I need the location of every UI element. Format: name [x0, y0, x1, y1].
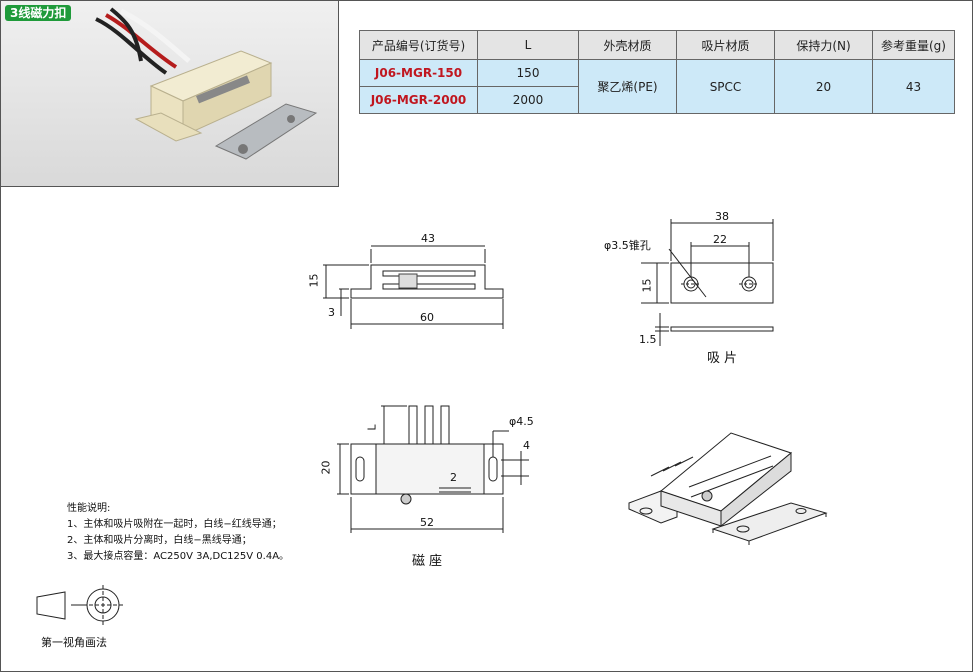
table-header-row: 产品编号(订货号) L 外壳材质 吸片材质 保持力(N) 参考重量(g) — [359, 30, 955, 60]
cell-plate: SPCC — [676, 59, 775, 114]
performance-notes: 性能说明: 1、主体和吸片吸附在一起时，白线−红线导通； 2、主体和吸片分离时，… — [67, 501, 289, 565]
front-dim-length: 60 — [420, 311, 434, 324]
header-code: 产品编号(订货号) — [359, 30, 478, 60]
spec-table: 产品编号(订货号) L 外壳材质 吸片材质 保持力(N) 参考重量(g) J06… — [359, 30, 955, 114]
front-dim-width: 43 — [421, 232, 435, 245]
plate-dim-height: 15 — [640, 278, 654, 293]
header-weight: 参考重量(g) — [872, 30, 955, 60]
table-row: J06-MGR-2000 2000 — [359, 86, 955, 114]
plate-dim-holes: 22 — [713, 233, 727, 246]
base-view-drawing — [337, 405, 529, 533]
front-dim-base: 3 — [328, 306, 335, 319]
plate-dim-length: 38 — [715, 210, 729, 223]
base-dim-height: 20 — [319, 460, 333, 475]
cell-code: J06-MGR-150 — [359, 59, 478, 87]
cell-l: 150 — [477, 59, 579, 87]
header-shell: 外壳材质 — [578, 30, 677, 60]
cell-l: 2000 — [477, 86, 579, 114]
product-tag: 3线磁力扣 — [5, 5, 72, 21]
header-plate: 吸片材质 — [676, 30, 775, 60]
projection-symbol — [36, 585, 123, 625]
front-view-drawing — [323, 245, 504, 329]
product-photo-panel: 3线磁力扣 — [1, 1, 339, 187]
front-dim-height: 15 — [307, 273, 321, 288]
note-item: 3、最大接点容量：AC250V 3A,DC125V 0.4A。 — [67, 551, 290, 562]
note-item: 1、主体和吸片吸附在一起时，白线−红线导通； — [67, 519, 282, 530]
cell-weight: 43 — [872, 59, 955, 114]
projection-label: 第一视角画法 — [41, 636, 107, 649]
base-dim-hole: φ4.5 — [509, 415, 534, 428]
plate-view-drawing — [641, 219, 774, 346]
base-dim-l: L — [365, 424, 379, 431]
cell-force: 20 — [774, 59, 873, 114]
base-dim-width: 52 — [420, 516, 434, 529]
base-dim-slot: 4 — [523, 439, 530, 452]
plate-dim-thickness: 1.5 — [639, 333, 657, 346]
plate-dim-hole-label: φ3.5锥孔 — [604, 239, 651, 252]
note-item: 2、主体和吸片分离时，白线−黑线导通； — [67, 535, 252, 546]
base-dim-gap: 2 — [450, 471, 457, 484]
plate-caption: 吸片 — [707, 351, 742, 366]
notes-title: 性能说明: — [67, 503, 111, 514]
product-photo — [95, 7, 318, 160]
base-caption: 磁座 — [412, 554, 447, 569]
header-l: L — [477, 30, 579, 60]
table-row: J06-MGR-150 150 聚乙烯(PE) SPCC 20 43 — [359, 59, 955, 114]
cell-shell: 聚乙烯(PE) — [578, 59, 677, 114]
isometric-view-drawing — [628, 432, 828, 545]
cell-code: J06-MGR-2000 — [359, 86, 478, 114]
